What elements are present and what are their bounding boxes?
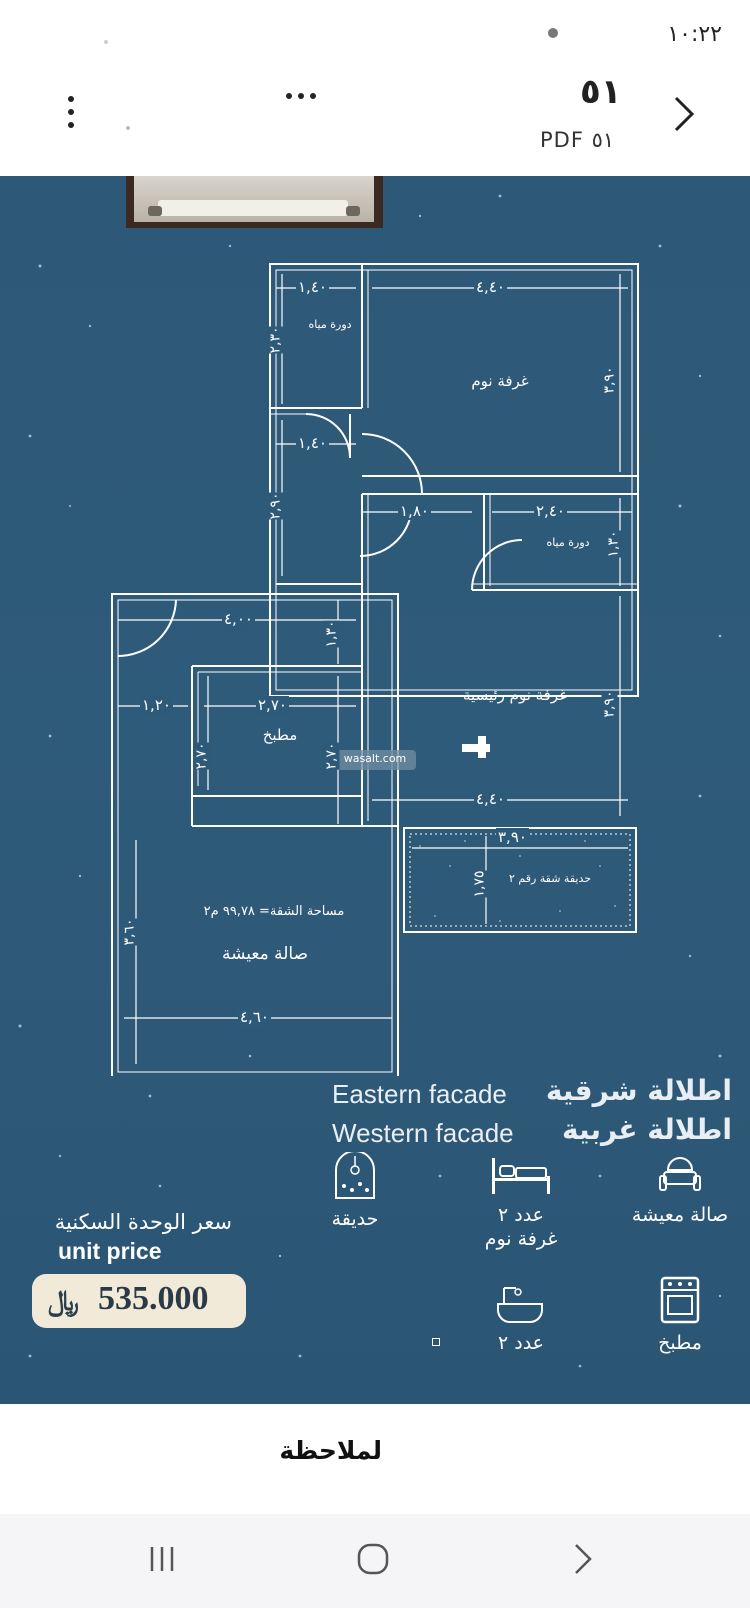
facade-east-ar: اطلالة شرقية bbox=[545, 1074, 732, 1107]
status-dot bbox=[104, 40, 108, 44]
room-label-kitchen: مطبخ bbox=[262, 726, 298, 744]
room-label-living-hall: صالة معيشة bbox=[221, 944, 309, 964]
feature-garden-label: حديقة bbox=[331, 1208, 379, 1230]
room-label-garden: حديقة شقة رقم ٢ bbox=[508, 872, 592, 885]
toolbar-dot bbox=[126, 126, 130, 130]
dim-label: ٣,٦٠ bbox=[121, 918, 138, 946]
dim-label: ١,٨٠ bbox=[398, 502, 431, 520]
recent-apps-icon[interactable] bbox=[148, 1544, 176, 1574]
facade-west-en: Western facade bbox=[332, 1118, 514, 1148]
dim-label: ١,٤٠ bbox=[296, 434, 329, 452]
room-label-master-bedroom: غرفة نوم رئيسية bbox=[463, 686, 567, 704]
home-icon[interactable] bbox=[356, 1542, 390, 1576]
dim-label: ٢,٤٠ bbox=[534, 502, 567, 520]
dim-label: ٢,٣٠ bbox=[267, 326, 284, 354]
dim-label: ١,٢٠ bbox=[140, 696, 173, 714]
dim-label: ١,٣٠ bbox=[605, 530, 622, 558]
room-label-bathroom-2: دورة مياه bbox=[546, 536, 590, 549]
floor-plan bbox=[111, 263, 639, 1076]
feature-living-label: صالة معيشة bbox=[631, 1204, 729, 1226]
dim-label: ١,٣٠ bbox=[323, 620, 340, 648]
system-nav-bar bbox=[0, 1514, 750, 1608]
dim-label: ٢,٩٠ bbox=[267, 492, 284, 520]
dim-label: ٤,٤٠ bbox=[474, 790, 507, 808]
dim-label: ١,٧٥ bbox=[471, 870, 488, 898]
dim-label: ٣,٩٠ bbox=[496, 828, 529, 846]
back-chevron-icon[interactable] bbox=[572, 1542, 594, 1576]
interior-photo bbox=[126, 176, 383, 228]
dim-label: ٢,٧٠ bbox=[193, 742, 210, 770]
feature-bedrooms-count: عدد ٢ bbox=[497, 1204, 545, 1226]
dim-label: ١,٤٠ bbox=[296, 278, 329, 296]
file-type-label: PDF ٥١ bbox=[540, 128, 615, 152]
stove-icon bbox=[660, 1276, 700, 1324]
dim-label: ٤,٦٠ bbox=[238, 1008, 271, 1026]
feature-bedrooms-label: غرفة نوم bbox=[484, 1228, 558, 1250]
more-options-vertical-icon[interactable] bbox=[56, 92, 86, 136]
dim-label: ٤,٠٠ bbox=[222, 610, 255, 628]
document-page: دورة مياه غرفة نوم دورة مياه غرفة نوم رئ… bbox=[0, 176, 750, 1404]
compass-icon bbox=[462, 744, 490, 752]
page-indicator: ٥١ bbox=[580, 72, 622, 112]
dim-label: ٢,٧٠ bbox=[256, 696, 289, 714]
area-note: مساحة الشقة= ٩٩,٧٨ م٢ bbox=[203, 904, 345, 919]
price-label-ar: سعر الوحدة السكنية bbox=[54, 1210, 232, 1234]
feature-bathrooms-count: عدد ٢ bbox=[497, 1332, 545, 1354]
price-value: 535.000 bbox=[98, 1280, 209, 1317]
facade-east-en: Eastern facade bbox=[332, 1079, 507, 1109]
room-label-bathroom: دورة مياه bbox=[308, 318, 352, 331]
garden-icon bbox=[335, 1152, 375, 1199]
viewer-toolbar: ٥١ PDF ٥١ bbox=[0, 72, 750, 176]
dim-label: ٢,٧٠ bbox=[323, 742, 340, 770]
notes-section: لملاحظة bbox=[0, 1404, 750, 1514]
feature-kitchen-label: مطبخ bbox=[658, 1332, 702, 1354]
notification-dot-icon bbox=[548, 28, 558, 38]
room-label-bedroom: غرفة نوم bbox=[471, 372, 529, 390]
facade-west-ar: اطلالة غربية bbox=[562, 1113, 732, 1146]
starfield-background bbox=[18, 194, 722, 1368]
small-mark bbox=[432, 1338, 440, 1346]
price-label-en: unit price bbox=[58, 1238, 162, 1264]
status-time: ١٠:٢٢ bbox=[667, 22, 722, 47]
dim-label: ٣,٩٠ bbox=[601, 366, 618, 394]
dim-label: ٣,٩٠ bbox=[601, 690, 618, 718]
bed-icon bbox=[492, 1158, 550, 1194]
dim-label: ٤,٤٠ bbox=[474, 278, 507, 296]
more-options-horizontal-icon[interactable] bbox=[282, 88, 322, 104]
sofa-icon bbox=[659, 1157, 701, 1191]
riyal-currency-icon: ﷼ bbox=[48, 1284, 79, 1317]
bathtub-icon bbox=[497, 1287, 543, 1323]
price-badge: ﷼ 535.000 bbox=[32, 1274, 246, 1328]
status-bar: ١٠:٢٢ bbox=[0, 0, 750, 72]
watermark: wasalt.com bbox=[343, 752, 407, 765]
notes-label: لملاحظة bbox=[279, 1436, 382, 1465]
chevron-right-icon[interactable] bbox=[668, 94, 698, 134]
